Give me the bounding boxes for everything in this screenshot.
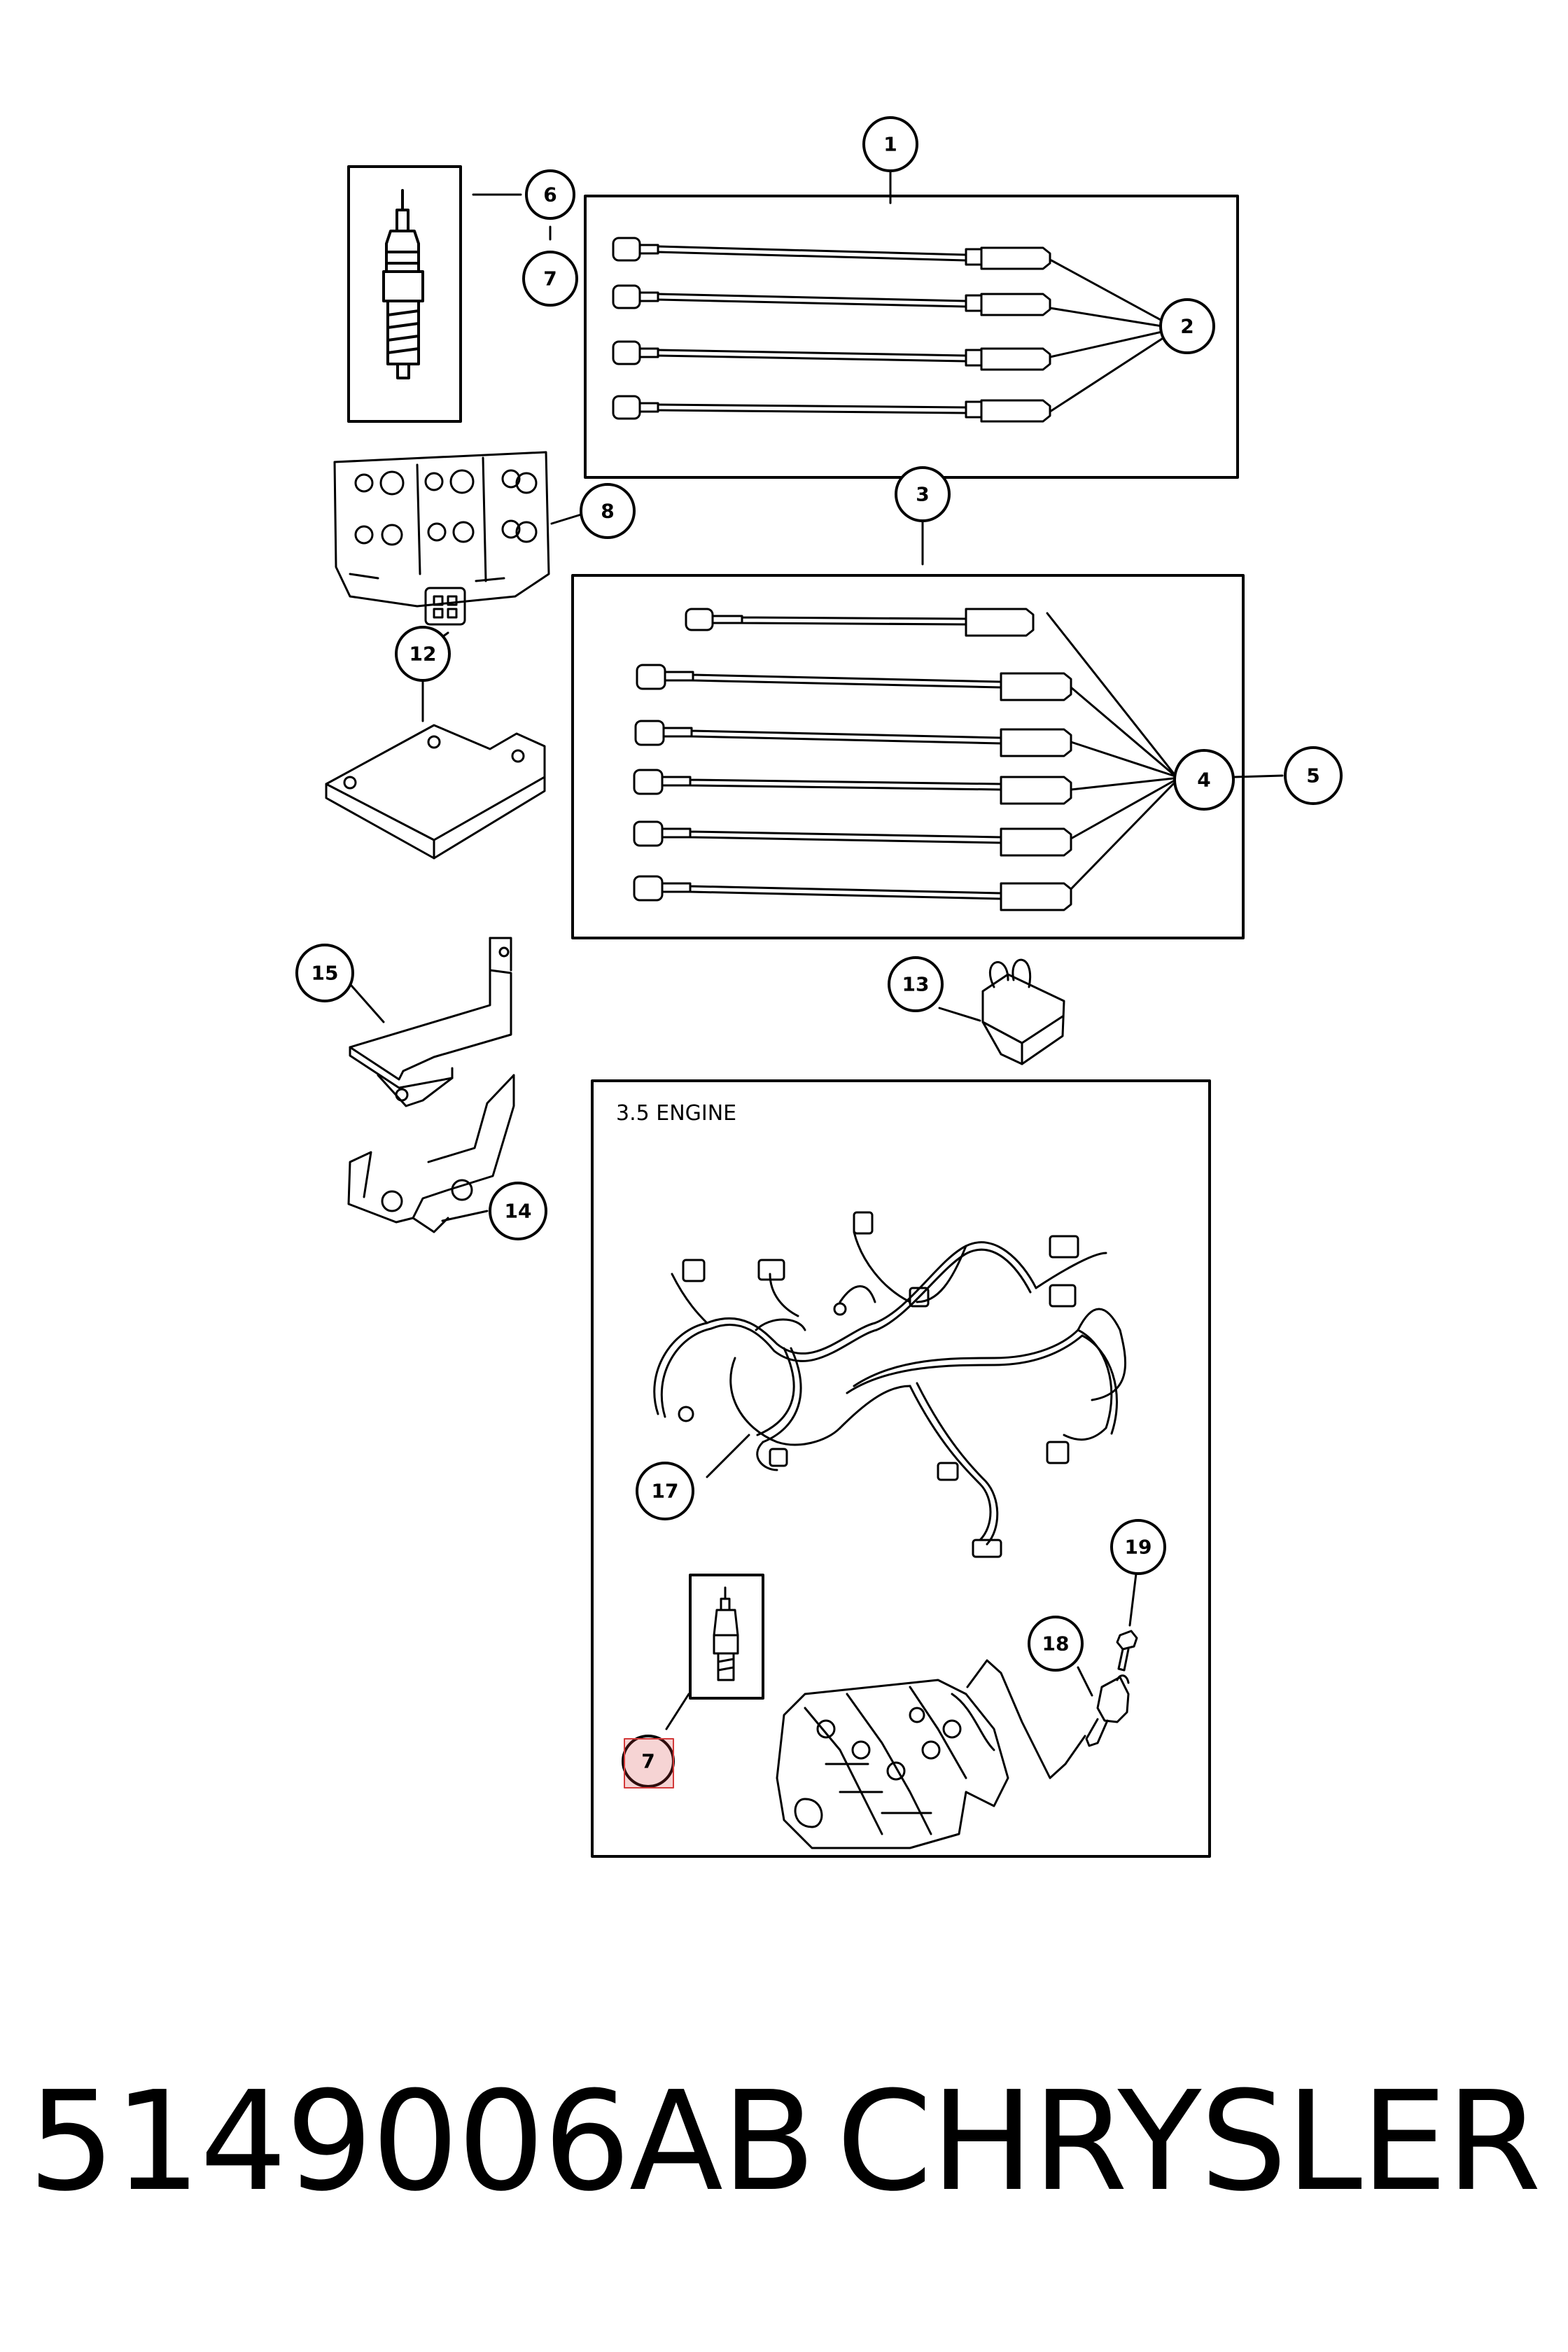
coil-location-line xyxy=(966,1659,1086,1779)
callout-8: 8 xyxy=(601,500,614,523)
wire-set-6-box xyxy=(571,574,1245,939)
engine-box xyxy=(591,1079,1211,1858)
callout-14: 14 xyxy=(505,1200,532,1223)
small-spark-plug-box xyxy=(689,1574,764,1700)
bolt-illustration xyxy=(1116,1630,1138,1672)
engine-wiring-harness xyxy=(653,1211,1127,1558)
callout-12: 12 xyxy=(410,643,437,666)
callout-circles xyxy=(295,116,1343,1788)
callout-5: 5 xyxy=(1306,764,1320,788)
callout-19: 19 xyxy=(1125,1536,1152,1559)
coil-bracket-illustration xyxy=(325,724,546,860)
callout-3: 3 xyxy=(916,483,929,506)
wire-clip-illustration xyxy=(981,958,1065,1065)
callout-15: 15 xyxy=(312,962,339,985)
brand-name: CHRYSLER xyxy=(836,2062,1541,2222)
callout-4: 4 xyxy=(1197,769,1210,792)
callout-1: 1 xyxy=(883,133,897,156)
callout-numbers: 1 2 6 7 8 3 4 5 12 13 14 15 17 18 19 7 3… xyxy=(312,133,1320,1773)
spark-plug-box xyxy=(347,165,462,423)
wire-set-6-wires xyxy=(633,608,1072,911)
callout-7-engine: 7 xyxy=(641,1750,654,1773)
coil-pack-illustration xyxy=(333,451,550,626)
spark-plug-illustration xyxy=(382,189,424,379)
small-spark-plug-illustration xyxy=(713,1586,739,1681)
bracket-15-illustration xyxy=(349,937,512,1107)
callout-17: 17 xyxy=(652,1480,679,1503)
ignition-coil-illustration xyxy=(1085,1674,1130,1747)
bracket-14-illustration xyxy=(347,1074,515,1233)
engine-block-illustration xyxy=(776,1679,1009,1849)
engine-label: 3.5 ENGINE xyxy=(616,1101,736,1126)
highlight-box xyxy=(624,1738,674,1788)
part-number: 5149006AB xyxy=(28,2062,816,2222)
footer: 5149006AB CHRYSLER xyxy=(28,2062,1541,2222)
wire-set-4-wires xyxy=(612,237,1051,423)
callout-2: 2 xyxy=(1180,315,1194,338)
callout-7-top: 7 xyxy=(543,267,556,290)
callout-18: 18 xyxy=(1042,1632,1070,1656)
callout-6: 6 xyxy=(543,183,556,206)
callout-13: 13 xyxy=(902,973,930,996)
